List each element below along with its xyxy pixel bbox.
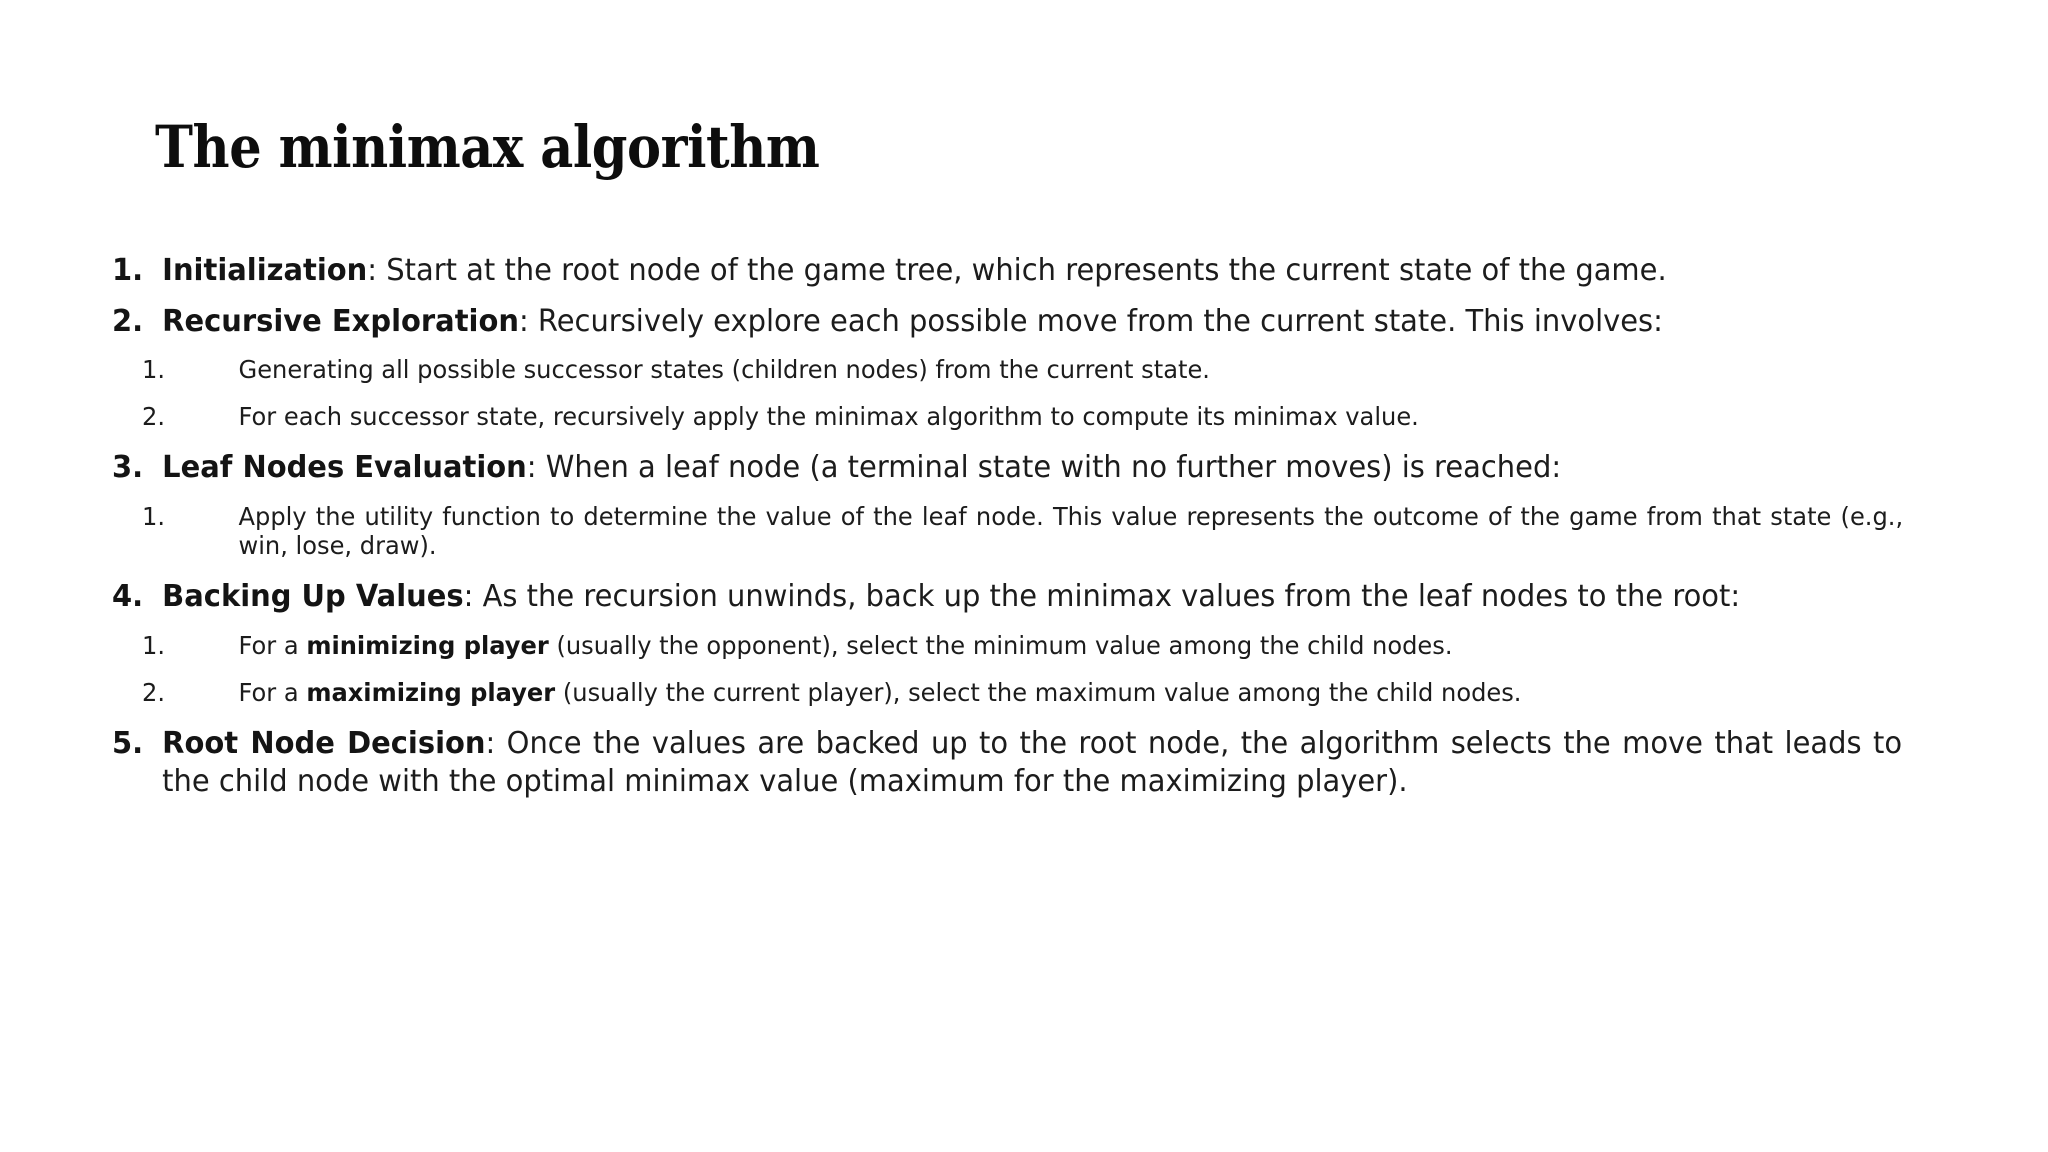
list-item-number: 5. [112, 725, 144, 761]
sublist-item: 1. For a minimizing player (usually the o… [142, 631, 1903, 660]
list-item-lead: Leaf Nodes Evaluation [162, 450, 527, 486]
sublist-item: 2. For each successor state, recursively … [142, 402, 1903, 431]
sublist-item-number: 1. [142, 502, 166, 532]
sublist-item: 2. For a maximizing player (usually the c… [142, 678, 1903, 707]
sublist: 1. Generating all possible successor stat… [112, 355, 1967, 431]
list-item: 4. Backing Up Values: As the recursion un… [112, 578, 1902, 617]
sublist-item: 1. Apply the utility function to determin… [142, 502, 1903, 560]
list-item-body: : Recursively explore each possible move… [518, 303, 1663, 339]
list-item: 1. Initialization: Start at the root node… [112, 252, 1902, 291]
sublist-item-pre: For a [238, 630, 307, 660]
sublist: 1. Apply the utility function to determin… [112, 502, 1967, 560]
sublist-item-number: 2. [142, 677, 166, 707]
sublist-item-pre: For a [238, 677, 307, 707]
list-item-body: : When a leaf node (a terminal state wit… [526, 450, 1562, 486]
list-item-body: : Once the values are backed up to the r… [162, 725, 1903, 800]
list-item-body: : Start at the root node of the game tre… [367, 253, 1667, 288]
sublist-item-strong: minimizing player [306, 630, 549, 660]
sublist-item-post: Generating all possible successor states… [238, 355, 1210, 385]
list-item-body: : As the recursion unwinds, back up the … [463, 579, 1741, 615]
sublist-item-post: (usually the opponent), select the minim… [548, 630, 1453, 660]
sublist-item-post: For each successor state, recursively ap… [238, 402, 1419, 432]
sublist-item-strong: maximizing player [306, 677, 556, 707]
page-title: The minimax algorithm [155, 112, 820, 181]
list-item-lead: Initialization [162, 253, 368, 288]
sublist-item-number: 1. [142, 630, 166, 660]
list-item-lead: Recursive Exploration [162, 303, 519, 339]
list-item-number: 1. [112, 253, 144, 288]
list-item-lead: Root Node Decision [162, 725, 486, 761]
list-item: 3. Leaf Nodes Evaluation: When a leaf nod… [112, 449, 1902, 488]
list-item-number: 2. [112, 303, 144, 339]
sublist: 1. For a minimizing player (usually the o… [112, 631, 1967, 707]
list-item-number: 3. [112, 450, 144, 486]
list-item: 5. Root Node Decision: Once the values ar… [112, 725, 1902, 802]
list-item: 2. Recursive Exploration: Recursively exp… [112, 303, 1902, 342]
sublist-item-post: Apply the utility function to determine … [238, 502, 1904, 561]
sublist-item: 1. Generating all possible successor stat… [142, 355, 1903, 384]
list-item-lead: Backing Up Values [162, 579, 464, 615]
sublist-item-number: 2. [142, 402, 166, 432]
sublist-item-number: 1. [142, 355, 166, 385]
slide-body: 1. Initialization: Start at the root node… [112, 252, 1967, 802]
sublist-item-post: (usually the current player), select the… [555, 677, 1522, 707]
list-item-number: 4. [112, 579, 144, 615]
